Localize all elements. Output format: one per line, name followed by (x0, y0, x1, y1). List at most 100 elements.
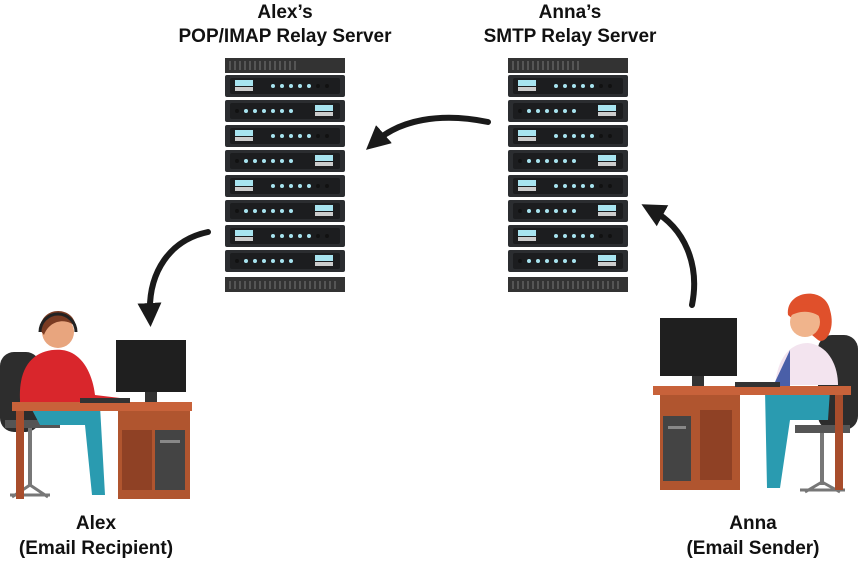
display-panel (598, 105, 616, 111)
status-led (572, 134, 576, 138)
anna-workstation (653, 293, 858, 494)
status-led (253, 209, 257, 213)
display-panel (315, 205, 333, 211)
status-led (554, 84, 558, 88)
pop-imap-server-rack (225, 58, 345, 292)
alex-workstation (0, 310, 192, 499)
status-led (298, 184, 302, 188)
status-led (307, 234, 311, 238)
monitor (116, 340, 186, 392)
desk (12, 402, 192, 411)
status-led (271, 259, 275, 263)
display-panel (598, 255, 616, 261)
status-led (289, 209, 293, 213)
status-led (271, 159, 275, 163)
status-led (527, 209, 531, 213)
status-led (307, 84, 311, 88)
status-led (518, 259, 522, 263)
status-led (572, 209, 576, 213)
status-led (563, 134, 567, 138)
status-led (280, 234, 284, 238)
pop-server-name: POP/IMAP Relay Server (178, 26, 392, 47)
status-led (554, 134, 558, 138)
status-led (518, 109, 522, 113)
status-led (289, 159, 293, 163)
status-led (590, 84, 594, 88)
status-led (554, 109, 558, 113)
status-led (518, 209, 522, 213)
status-led (253, 259, 257, 263)
status-led (271, 134, 275, 138)
status-led (608, 234, 612, 238)
status-led (554, 184, 558, 188)
status-led (325, 84, 329, 88)
status-led (280, 209, 284, 213)
status-led (581, 184, 585, 188)
status-led (316, 234, 320, 238)
display-panel (598, 155, 616, 161)
display-panel (235, 80, 253, 86)
sender-name: Anna (729, 513, 777, 534)
arrow-anna-to-smtp (641, 204, 698, 308)
status-led (563, 234, 567, 238)
status-led (289, 234, 293, 238)
status-led (271, 84, 275, 88)
status-led (244, 159, 248, 163)
status-led (572, 234, 576, 238)
status-led (563, 209, 567, 213)
status-led (536, 209, 540, 213)
status-led (527, 259, 531, 263)
status-led (289, 134, 293, 138)
display-panel (518, 230, 536, 236)
status-led (599, 234, 603, 238)
smtp-server-name: SMTP Relay Server (483, 26, 657, 47)
keyboard (80, 398, 130, 403)
status-led (316, 84, 320, 88)
status-led (253, 109, 257, 113)
status-led (554, 259, 558, 263)
display-panel (518, 180, 536, 186)
monitor (660, 318, 737, 376)
display-panel (315, 105, 333, 111)
display-panel (598, 205, 616, 211)
status-led (271, 184, 275, 188)
status-led (563, 259, 567, 263)
status-led (554, 234, 558, 238)
desk (653, 386, 851, 395)
status-led (244, 259, 248, 263)
status-led (545, 259, 549, 263)
status-led (536, 259, 540, 263)
status-led (563, 84, 567, 88)
status-led (325, 134, 329, 138)
display-panel (518, 130, 536, 136)
status-led (280, 109, 284, 113)
status-led (244, 109, 248, 113)
pc-tower (155, 430, 185, 490)
sender-role: (Email Sender) (686, 538, 820, 559)
status-led (554, 159, 558, 163)
status-led (581, 234, 585, 238)
status-led (316, 134, 320, 138)
status-led (298, 134, 302, 138)
display-panel (235, 180, 253, 186)
status-led (235, 259, 239, 263)
status-led (280, 84, 284, 88)
status-led (536, 159, 540, 163)
anna-legs (765, 390, 830, 488)
status-led (527, 159, 531, 163)
status-led (235, 109, 239, 113)
status-led (298, 234, 302, 238)
status-led (280, 259, 284, 263)
status-led (554, 209, 558, 213)
status-led (599, 84, 603, 88)
status-led (608, 134, 612, 138)
status-led (572, 109, 576, 113)
status-led (280, 184, 284, 188)
status-led (581, 134, 585, 138)
anna-shirt (775, 343, 838, 385)
status-led (271, 209, 275, 213)
status-led (590, 234, 594, 238)
status-led (572, 84, 576, 88)
status-led (262, 209, 266, 213)
